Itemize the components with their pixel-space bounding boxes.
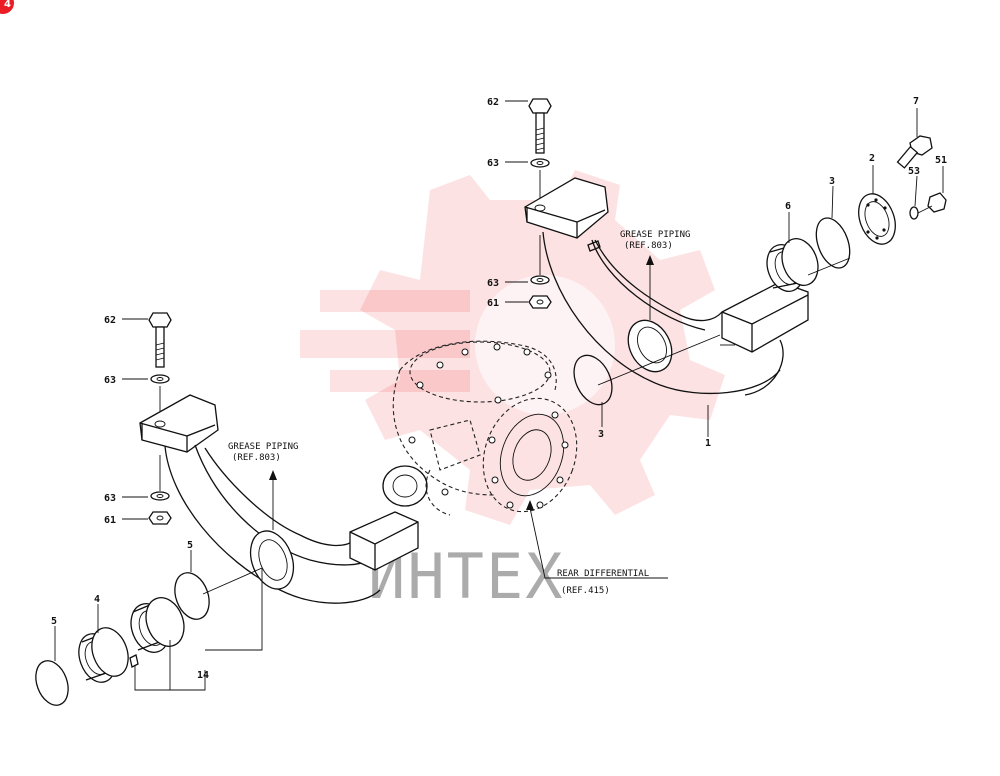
callout-61-top: 61 [487,298,499,309]
callout-63-left-2: 63 [104,493,116,504]
callout-62-left: 62 [104,315,116,326]
grease-piping-left-ref: (REF.803) [232,453,281,463]
callout-3-center: 3 [598,429,604,440]
callout-14: 14 [197,670,209,681]
leader-lines [54,100,944,691]
callout-4: 4 [94,594,100,605]
callout-63-top-2: 63 [487,278,499,289]
right-bearing-parts [597,135,947,386]
callout-63-top-1: 63 [487,158,499,169]
axle-housing-left [139,394,419,604]
callout-5-left: 5 [51,616,57,627]
rear-differential-ref: (REF.415) [561,586,610,596]
callout-1: 1 [705,438,711,449]
callout-5-mid: 5 [187,540,193,551]
left-bolt-stack [148,312,172,525]
callout-6: 6 [785,201,791,212]
seal-ring-center [573,354,613,406]
top-bolt-stack [528,98,552,309]
grease-piping-top-ref: (REF.803) [624,241,673,251]
reference-notes: GREASE PIPING (REF.803) GREASE PIPING (R… [228,230,690,596]
left-bearing-parts [35,567,263,706]
callout-63-left-1: 63 [104,375,116,386]
callout-51: 51 [935,155,947,166]
axle-housing-right [524,177,809,396]
grease-piping-left-label: GREASE PIPING [228,442,298,452]
callout-7: 7 [913,96,919,107]
callout-3-right: 3 [829,176,835,187]
callout-61-left: 61 [104,515,116,526]
callout-62-top: 62 [487,97,499,108]
callout-53: 53 [908,166,920,177]
rear-differential [382,340,578,516]
page-badge: 4 [0,0,14,14]
callout-2: 2 [869,153,875,164]
callout-labels: 62 63 63 61 62 63 63 61 7 2 51 53 3 6 1 … [51,96,947,681]
grease-piping-top-label: GREASE PIPING [620,230,690,240]
watermark-gear-logo [300,170,725,525]
rear-differential-label: REAR DIFFERENTIAL [557,569,649,579]
